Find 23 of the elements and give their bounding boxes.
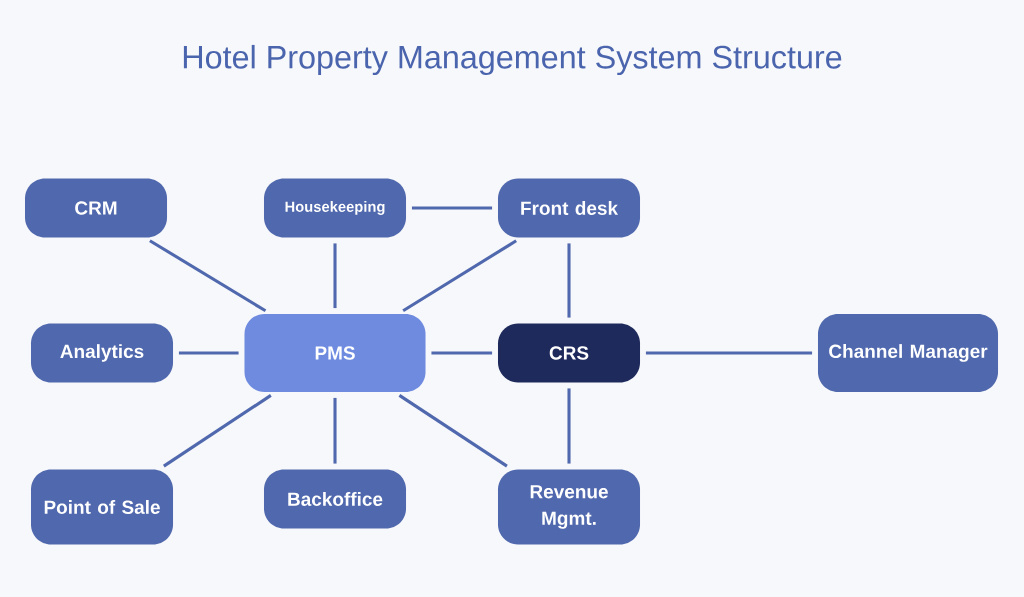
connector-line [333,397,337,464]
connector-line [178,351,239,355]
process-box: Front desk [498,178,641,238]
process-box: Channel Manager [818,314,999,392]
connector-line [645,351,813,355]
process-box: CRM [25,178,168,238]
process-box: Housekeeping [264,178,407,238]
process-box: Analytics [31,323,174,383]
connector-line [567,388,571,464]
process-box: Backoffice [264,469,407,529]
process-box: CRS [498,323,641,383]
connector-line [402,239,517,313]
connector-line [567,243,571,318]
process-box: PMS [244,314,426,392]
connector-line [431,351,493,355]
connector-line [163,394,272,468]
connector-line [333,243,337,309]
connector-line [411,206,493,210]
process-box: Point of Sale [31,469,174,545]
process-box: Revenue Mgmt. [498,469,641,545]
connector-line [149,239,267,313]
connector-line [398,394,508,468]
title: Hotel Property Management System Structure [183,44,842,76]
